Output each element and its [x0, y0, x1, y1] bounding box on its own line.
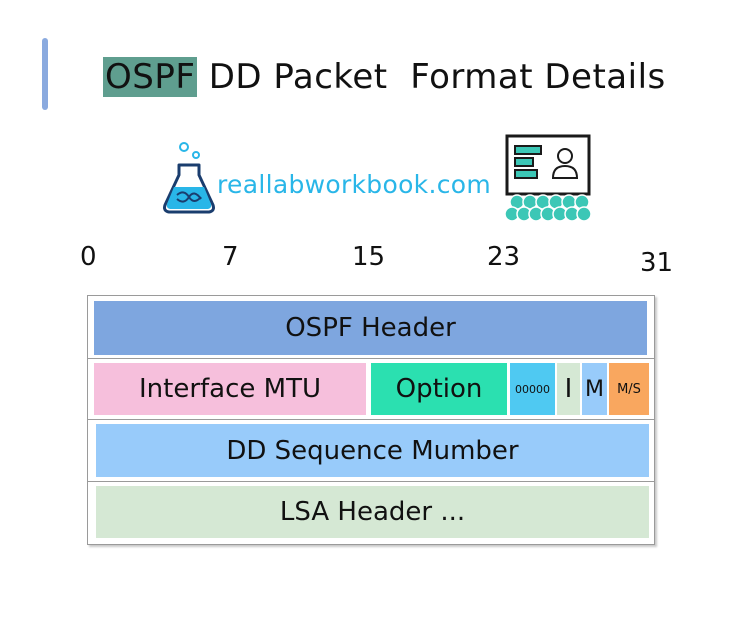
ms-flag-cell: M/S — [609, 363, 649, 415]
bit-label-15: 15 — [352, 242, 386, 272]
flask-icon — [163, 142, 215, 214]
bit-label-0: 0 — [80, 242, 97, 272]
title-rest: DD Packet Format Details — [208, 57, 666, 97]
bit-label-7: 7 — [222, 242, 239, 272]
bit-label-31: 31 — [640, 248, 674, 278]
row-divider — [88, 419, 654, 420]
dd-packet-diagram: OSPF Header Interface MTU Option 00000 I… — [87, 295, 655, 545]
lsa-header-cell: LSA Header ... — [96, 486, 649, 538]
page-title: OSPF DD Packet Format Details — [103, 52, 666, 102]
interface-mtu-cell: Interface MTU — [94, 363, 366, 415]
row-divider — [88, 481, 654, 482]
title-highlight: OSPF — [103, 57, 198, 97]
classroom-icon — [504, 134, 592, 222]
m-flag-cell: M — [582, 363, 607, 415]
logo-text: reallabworkbook.com — [217, 170, 491, 199]
i-flag-cell: I — [557, 363, 580, 415]
reserved-zeros-cell: 00000 — [510, 363, 555, 415]
ospf-header-cell: OSPF Header — [94, 301, 647, 355]
row-divider — [88, 358, 654, 359]
accent-bar — [42, 38, 48, 110]
option-cell: Option — [371, 363, 507, 415]
bit-label-23: 23 — [487, 242, 521, 272]
dd-sequence-number-cell: DD Sequence Mumber — [96, 424, 649, 477]
